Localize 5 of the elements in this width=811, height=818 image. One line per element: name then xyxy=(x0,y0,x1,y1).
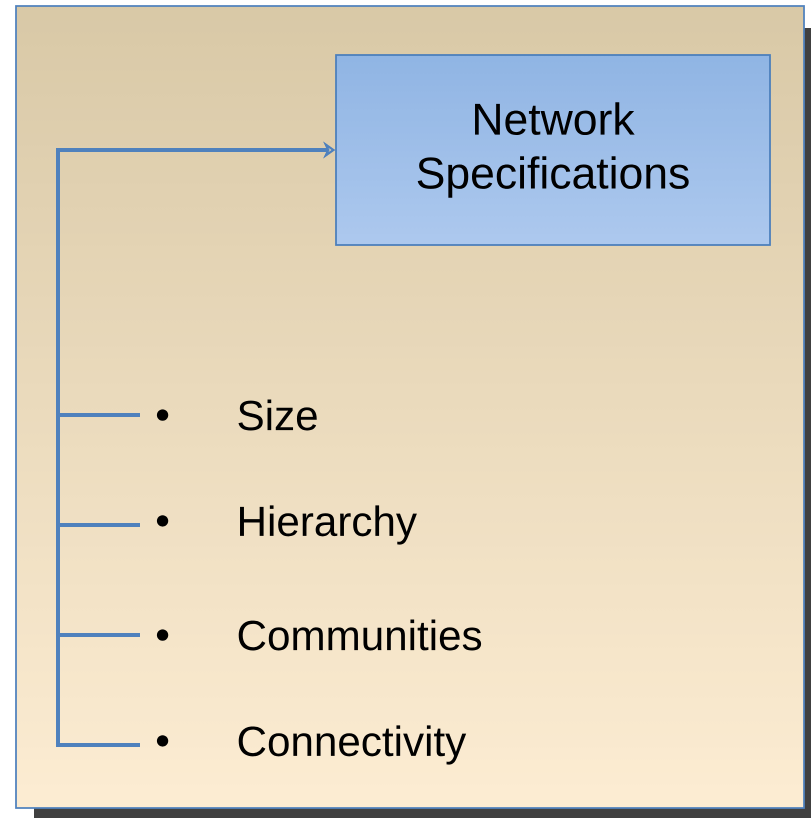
list-item: Size xyxy=(238,400,317,430)
list-item: Communities xyxy=(238,620,482,650)
list-item: Hierarchy xyxy=(240,505,417,545)
list-item: Connectivity xyxy=(238,725,466,765)
process-box: Network Specifications xyxy=(335,54,771,246)
